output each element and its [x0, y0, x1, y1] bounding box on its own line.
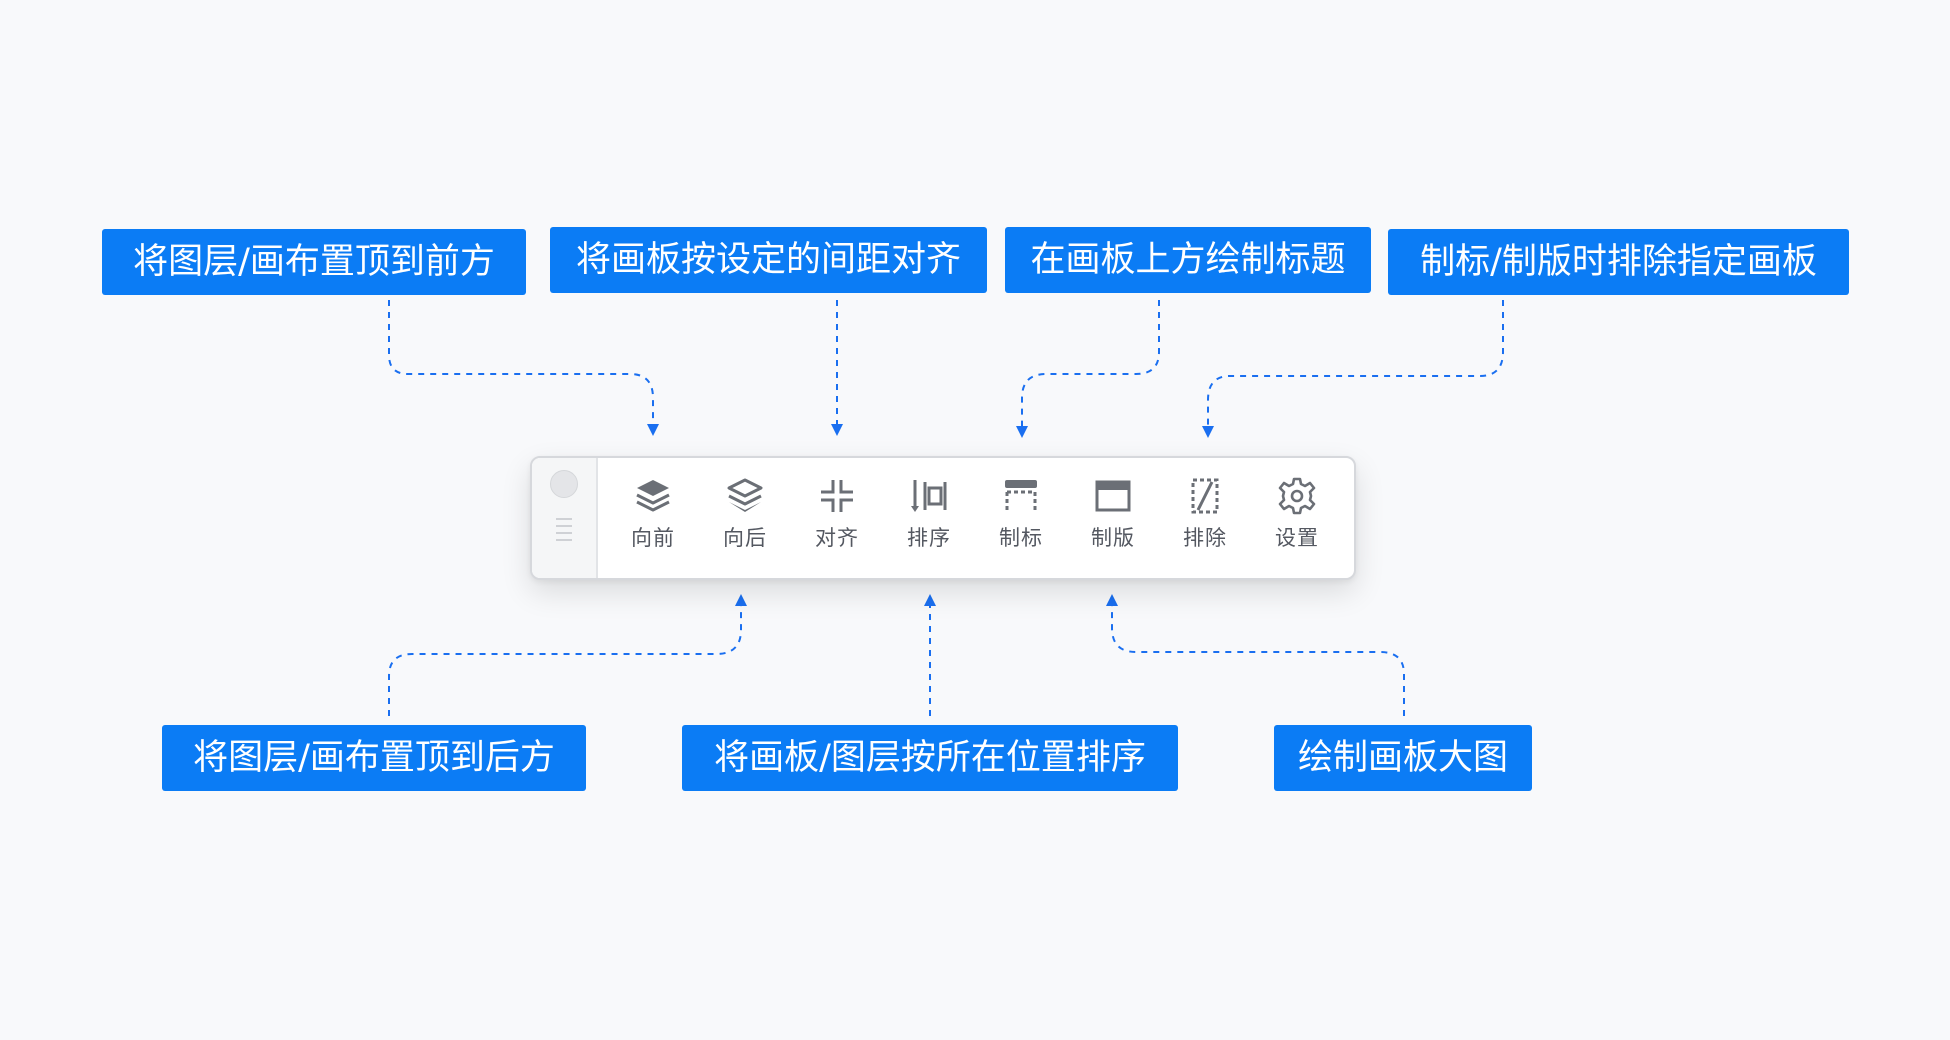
- callout-align: 将画板按设定的间距对齐: [550, 227, 987, 293]
- callout-send-backward: 将图层/画布置顶到后方: [162, 725, 586, 791]
- connector-label: [1016, 300, 1160, 438]
- tool-label-mark[interactable]: 制标: [978, 472, 1064, 566]
- tool-layout[interactable]: 制版: [1070, 472, 1156, 566]
- connector-bring-forward: [388, 300, 659, 436]
- toolbar-drag-handle[interactable]: [532, 458, 598, 578]
- tool-bring-forward[interactable]: 向前: [610, 472, 696, 566]
- tool-label: 排除: [1183, 526, 1227, 550]
- tool-label: 排序: [907, 526, 951, 550]
- callout-sort: 将画板/图层按所在位置排序: [682, 725, 1178, 791]
- tool-send-backward[interactable]: 向后: [702, 472, 788, 566]
- exclude-icon: [1191, 478, 1219, 514]
- tool-label: 制版: [1091, 526, 1135, 550]
- connector-send-backward: [388, 594, 747, 716]
- sort-icon: [911, 480, 947, 512]
- align-icon: [821, 480, 853, 512]
- floating-toolbar: 向前 向后 对齐: [530, 456, 1356, 580]
- tool-exclude[interactable]: 排除: [1162, 472, 1248, 566]
- gear-icon: [1278, 477, 1316, 515]
- bring-forward-icon: [636, 480, 670, 512]
- connector-exclude: [1202, 300, 1504, 438]
- callout-layout: 绘制画板大图: [1274, 725, 1532, 791]
- tool-label: 设置: [1275, 526, 1319, 550]
- tool-label: 向后: [723, 526, 767, 550]
- send-backward-icon: [727, 478, 763, 512]
- tool-sort[interactable]: 排序: [886, 472, 972, 566]
- label-icon: [1005, 480, 1037, 512]
- layout-icon: [1095, 480, 1131, 512]
- callout-label: 在画板上方绘制标题: [1005, 227, 1371, 293]
- tool-label: 制标: [999, 526, 1043, 550]
- close-dot-icon[interactable]: [550, 470, 578, 498]
- grip-icon: [556, 518, 572, 546]
- tool-label: 对齐: [815, 526, 859, 550]
- tool-label: 向前: [631, 526, 675, 550]
- connector-layout: [1106, 594, 1405, 716]
- callout-exclude: 制标/制版时排除指定画板: [1388, 229, 1849, 295]
- tool-align[interactable]: 对齐: [794, 472, 880, 566]
- callout-bring-forward: 将图层/画布置顶到前方: [102, 229, 526, 295]
- tool-settings[interactable]: 设置: [1254, 472, 1340, 566]
